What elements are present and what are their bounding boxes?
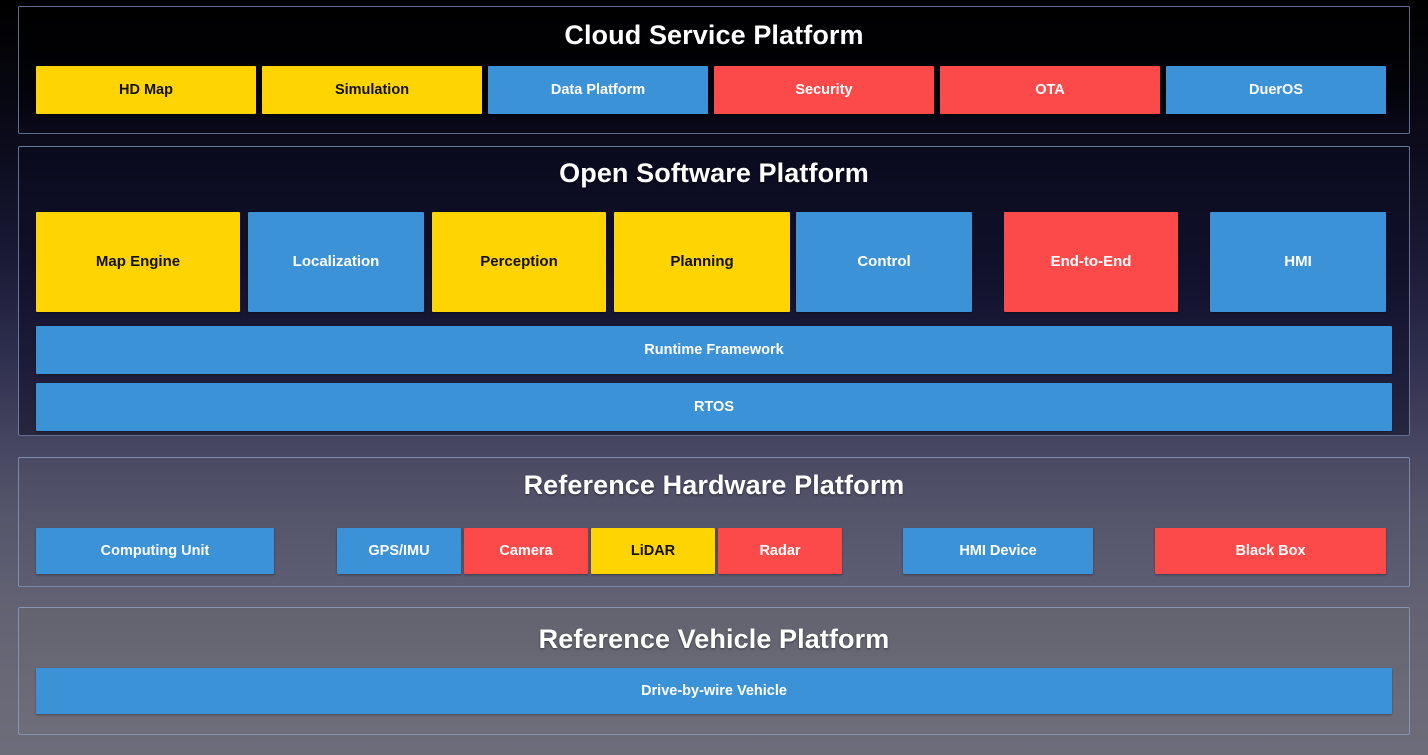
software-item-hmi-label: HMI [1284, 253, 1312, 271]
vehicle-bar-drive-by-wire-vehicle-label: Drive-by-wire Vehicle [641, 683, 787, 699]
software-item-control-label: Control [857, 253, 911, 271]
software-item-perception[interactable]: Perception [432, 212, 606, 312]
cloud-item-ota[interactable]: OTA [940, 66, 1160, 114]
hardware-item-black-box[interactable]: Black Box [1155, 528, 1386, 574]
software-bar-rtos[interactable]: RTOS [36, 383, 1392, 431]
panel-title-open-software-platform: Open Software Platform [559, 158, 869, 188]
panel-title-reference-vehicle-platform: Reference Vehicle Platform [538, 624, 890, 654]
panel-title-cloud-service-platform: Cloud Service Platform [564, 20, 864, 50]
software-item-map-engine-label: Map Engine [95, 253, 181, 271]
software-item-end-to-end-label: End-to-End [1050, 253, 1132, 271]
cloud-item-data-platform-label: Data Platform [550, 81, 646, 98]
software-item-planning[interactable]: Planning [614, 212, 790, 312]
software-bar-runtime-framework-label: Runtime Framework [644, 342, 784, 358]
cloud-item-data-platform[interactable]: Data Platform [488, 66, 708, 114]
cloud-item-dueros[interactable]: DuerOS [1166, 66, 1386, 114]
software-bar-rtos-label: RTOS [693, 399, 735, 415]
software-item-map-engine[interactable]: Map Engine [36, 212, 240, 312]
hardware-item-lidar-label: LiDAR [630, 542, 676, 559]
software-item-perception-label: Perception [480, 253, 558, 271]
hardware-item-radar-label: Radar [759, 542, 801, 559]
cloud-item-hd-map-label: HD Map [119, 81, 173, 98]
hardware-item-gps-imu-label: GPS/IMU [368, 542, 430, 559]
software-bar-runtime-framework[interactable]: Runtime Framework [36, 326, 1392, 374]
hardware-item-black-box-label: Black Box [1235, 542, 1306, 559]
cloud-item-simulation-label: Simulation [334, 81, 410, 98]
hardware-item-camera-label: Camera [499, 542, 553, 559]
cloud-item-dueros-label: DuerOS [1249, 81, 1303, 98]
hardware-item-computing-unit[interactable]: Computing Unit [36, 528, 274, 574]
hardware-item-hmi-device[interactable]: HMI Device [903, 528, 1093, 574]
software-item-planning-label: Planning [670, 253, 734, 271]
software-item-control[interactable]: Control [796, 212, 972, 312]
cloud-item-security-label: Security [795, 81, 853, 98]
cloud-item-simulation[interactable]: Simulation [262, 66, 482, 114]
hardware-item-camera[interactable]: Camera [464, 528, 588, 574]
cloud-item-security[interactable]: Security [714, 66, 934, 114]
software-item-hmi[interactable]: HMI [1210, 212, 1386, 312]
hardware-item-radar[interactable]: Radar [718, 528, 842, 574]
cloud-item-ota-label: OTA [1035, 81, 1065, 98]
software-item-end-to-end[interactable]: End-to-End [1004, 212, 1178, 312]
cloud-item-hd-map[interactable]: HD Map [36, 66, 256, 114]
hardware-item-lidar[interactable]: LiDAR [591, 528, 715, 574]
software-item-localization-label: Localization [292, 253, 380, 271]
hardware-item-computing-unit-label: Computing Unit [100, 542, 210, 559]
hardware-item-hmi-device-label: HMI Device [959, 542, 1037, 559]
vehicle-bar-drive-by-wire-vehicle[interactable]: Drive-by-wire Vehicle [36, 668, 1392, 714]
hardware-item-gps-imu[interactable]: GPS/IMU [337, 528, 461, 574]
panel-title-reference-hardware-platform: Reference Hardware Platform [523, 470, 905, 500]
software-item-localization[interactable]: Localization [248, 212, 424, 312]
